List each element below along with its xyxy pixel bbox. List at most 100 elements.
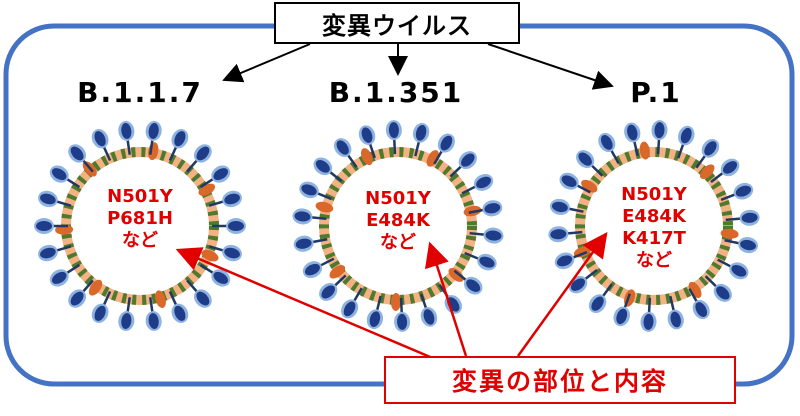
spike-protein (224, 247, 240, 259)
spike-stalk (695, 154, 707, 169)
spike-stalk (81, 279, 94, 294)
variant-name-2: B.1.351 (328, 76, 464, 109)
spike-protein (304, 263, 320, 276)
spike-protein (716, 286, 730, 300)
spike-protein (94, 131, 106, 147)
spike-stalk (420, 293, 428, 310)
virus-particle (34, 121, 246, 331)
spike-stalk (186, 158, 199, 173)
spike-stalk (575, 183, 591, 194)
spike-stalk (319, 257, 335, 268)
spike-stalk (720, 192, 737, 202)
red-arrow-to-variant-3 (516, 231, 608, 357)
spike-protein (722, 161, 738, 174)
spike-protein (643, 313, 654, 330)
spike-stalk (126, 297, 131, 314)
spike-stalk (102, 145, 112, 162)
mutation-3-2: E484K (622, 206, 686, 227)
spike-protein (627, 124, 638, 141)
spike-stalk (392, 138, 397, 155)
spike-stalk (186, 279, 199, 294)
spike-stalk (199, 177, 215, 189)
spike-stalk (168, 290, 178, 307)
mutation-3-1: N501Y (621, 184, 687, 205)
spike-protein (616, 308, 628, 325)
spike-stalk (468, 208, 485, 214)
spike-protein (295, 238, 312, 249)
spike-stalk (55, 245, 72, 252)
virus-envelope-protein (329, 265, 346, 279)
spike-protein (741, 212, 758, 223)
spike-protein (695, 302, 708, 317)
spike-stalk (315, 191, 332, 201)
virus-protein-ring (575, 147, 733, 305)
red-arrow-to-variant-2 (424, 241, 468, 357)
spike-protein (591, 296, 604, 311)
spike-protein (148, 313, 159, 329)
spike-stalk (346, 153, 358, 168)
mutation-list-1: N501Y P681H など (80, 186, 200, 252)
spike-protein (423, 309, 435, 325)
spike-stalk (65, 263, 81, 275)
spike-protein (40, 247, 56, 259)
spike-stalk (688, 288, 699, 304)
variant-name-3: P.1 (630, 76, 682, 109)
spike-stalk (310, 215, 327, 221)
spike-stalk (352, 287, 363, 303)
spike-stalk (590, 163, 604, 177)
spike-protein (485, 230, 502, 241)
spike-stalk (208, 200, 225, 207)
virus-envelope-protein (88, 279, 103, 296)
spike-protein (213, 271, 229, 284)
spike-protein (121, 123, 132, 139)
spike-stalk (81, 158, 94, 173)
virus-envelope-protein (390, 292, 401, 311)
spike-protein (461, 153, 475, 167)
spike-protein (294, 211, 311, 222)
spike-protein (336, 140, 349, 155)
spike-protein (397, 313, 408, 330)
spike-stalk (583, 268, 598, 281)
virus-group (34, 120, 760, 332)
spike-stalk (717, 258, 733, 269)
spike-protein (600, 135, 613, 150)
spike-stalk (704, 275, 718, 289)
spike-protein (704, 141, 717, 156)
variant-name-1: B.1.1.7 (77, 76, 203, 109)
spike-stalk (677, 142, 685, 159)
spike-protein (70, 291, 84, 306)
spike-protein (415, 124, 427, 141)
spike-protein (224, 193, 240, 205)
spike-stalk (567, 207, 584, 213)
spike-protein (369, 311, 381, 328)
title-box: 変異ウイルス (274, 2, 520, 44)
mutation-3-3: K417T (622, 228, 686, 249)
virus-envelope-protein (201, 249, 219, 262)
spike-stalk (453, 269, 468, 282)
spike-protein (315, 159, 330, 173)
note-text: 変異の部位と内容 (451, 367, 668, 396)
spike-protein (466, 279, 481, 293)
mutation-2-2: E484K (366, 210, 430, 231)
spike-protein (343, 301, 356, 317)
arrow-to-variant-3 (487, 43, 614, 90)
red-arrow-to-variant-1 (175, 247, 443, 364)
mutation-2-3: など (380, 232, 416, 253)
mutation-1-1: N501Y (107, 186, 173, 207)
spike-stalk (461, 184, 477, 195)
spike-protein (552, 201, 568, 213)
virus-envelope-protein (639, 141, 650, 160)
mutation-list-2: N501Y E484K など (338, 188, 458, 254)
spike-stalk (647, 297, 652, 314)
spike-stalk (724, 239, 741, 245)
spike-protein (94, 305, 106, 321)
spike-stalk (399, 297, 404, 314)
spike-protein (174, 131, 186, 147)
spike-protein (70, 146, 84, 161)
spike-protein (51, 168, 67, 181)
spike-protein (40, 193, 56, 205)
spike-protein (36, 221, 52, 231)
spike-protein (174, 305, 186, 321)
spike-protein (550, 229, 567, 240)
